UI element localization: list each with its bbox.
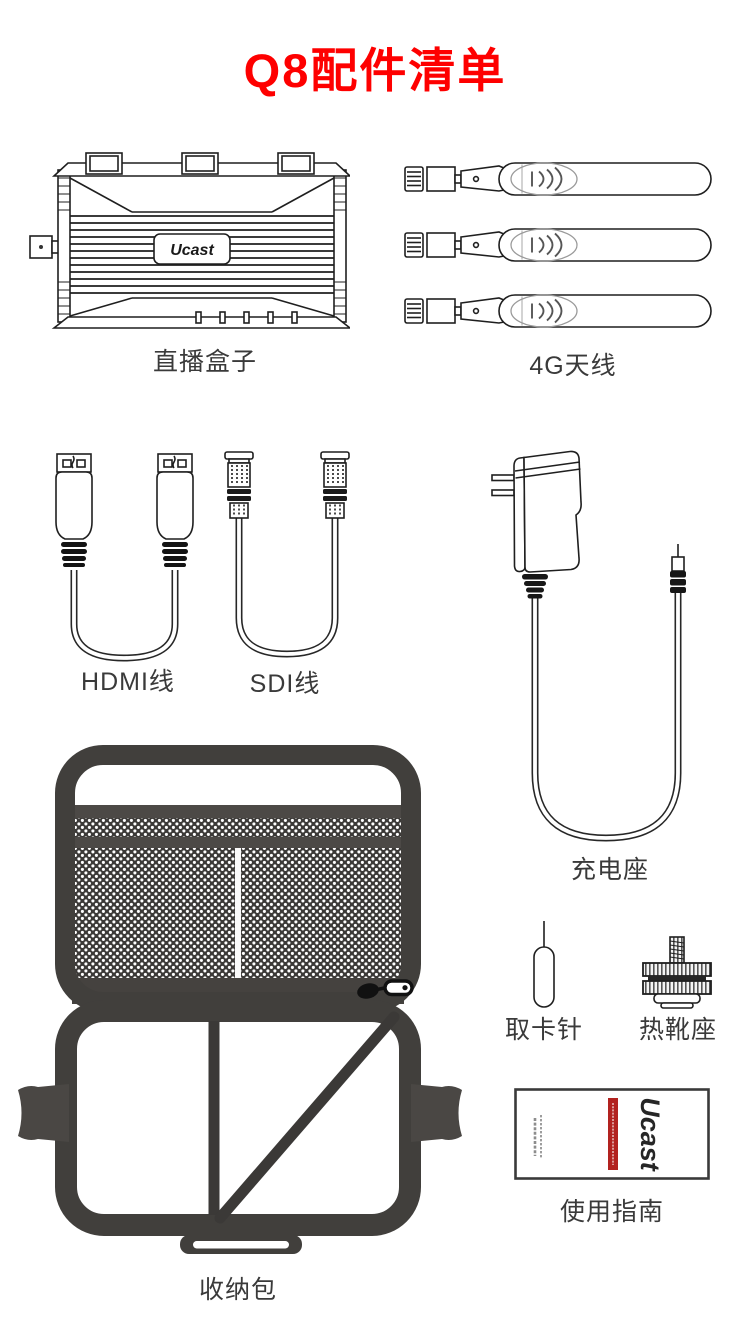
user-guide-illustration: Ucast (514, 1088, 710, 1180)
page-title: Q8配件清单 (243, 44, 507, 97)
sdi-cable-label: SDI线 (249, 670, 321, 698)
antenna-illustration (404, 228, 712, 262)
antenna-illustration (404, 294, 712, 328)
antenna-label: 4G天线 (529, 352, 617, 380)
storage-bag-label: 收纳包 (198, 1276, 278, 1304)
hdmi-cable-label: HDMI线 (81, 668, 175, 696)
user-guide-label: 使用指南 (559, 1198, 665, 1226)
sim-pin-illustration (533, 921, 555, 1008)
user-guide-logo: Ucast (635, 1097, 665, 1172)
sim-pin-label: 取卡针 (504, 1016, 584, 1044)
live-box-illustration: Ucast (29, 152, 350, 329)
sdi-cable-illustration (224, 451, 350, 658)
power-adapter-illustration (491, 450, 686, 842)
hot-shoe-label: 热靴座 (638, 1016, 718, 1044)
power-adapter-label: 充电座 (570, 856, 650, 884)
hot-shoe-illustration (642, 936, 712, 1009)
hdmi-cable-illustration (55, 453, 194, 662)
antenna-illustration (404, 162, 712, 196)
live-box-label: 直播盒子 (152, 348, 258, 376)
live-box-logo: Ucast (170, 242, 214, 259)
storage-bag-illustration (18, 745, 462, 1254)
